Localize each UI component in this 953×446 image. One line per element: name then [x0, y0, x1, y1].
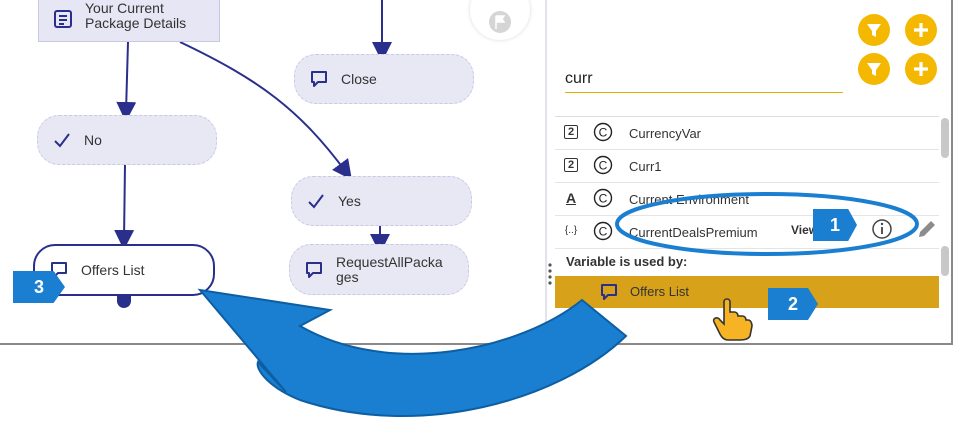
edit-icon[interactable] [915, 217, 939, 241]
info-icon[interactable] [871, 218, 893, 240]
node-request-all-packages[interactable]: RequestAllPackages [289, 244, 469, 295]
number-icon: 2 [564, 125, 578, 139]
svg-text:C: C [599, 159, 608, 173]
flag-icon [489, 11, 511, 33]
filter-icon [867, 24, 881, 37]
node-label: Offers List [81, 261, 145, 278]
variable-row[interactable]: A C Current Environment [555, 183, 939, 216]
text-icon: A [565, 190, 577, 206]
node-no[interactable]: No [37, 115, 217, 165]
filter-button[interactable] [858, 53, 890, 85]
add-icon [914, 23, 928, 37]
add-icon [914, 62, 928, 76]
resize-grip-icon[interactable] [548, 262, 552, 288]
check-icon [308, 194, 324, 209]
variable-row[interactable]: 2 C CurrencyVar [555, 117, 939, 150]
used-by-heading: Variable is used by: [566, 254, 688, 269]
constant-icon: C [593, 122, 613, 142]
speech-bubble-icon [311, 71, 327, 87]
variables-panel: 2 C CurrencyVar 2 C Curr1 A C Current En… [555, 0, 951, 343]
used-by-item[interactable]: Offers List [555, 276, 939, 308]
flow-canvas[interactable]: Your Current Package Details Close No Ye… [0, 0, 545, 343]
variable-name: Curr1 [629, 159, 662, 174]
document-icon [54, 10, 72, 28]
svg-text:C: C [599, 225, 608, 239]
panel-divider [545, 0, 547, 343]
check-icon [54, 133, 70, 148]
callout-badge: 3 [13, 271, 65, 303]
variable-name: CurrentDealsPremium [629, 225, 758, 240]
variable-name: Current Environment [629, 192, 749, 207]
app-screenshot: Your Current Package Details Close No Ye… [0, 0, 953, 345]
constant-icon: C [593, 188, 613, 208]
svg-text:C: C [599, 126, 608, 140]
node-close[interactable]: Close [294, 54, 474, 104]
filter-icon [867, 63, 881, 76]
variable-name: CurrencyVar [629, 126, 702, 141]
flow-connectors [114, 0, 392, 254]
variable-row[interactable]: 2 C Curr1 [555, 150, 939, 183]
node-yes[interactable]: Yes [291, 176, 472, 226]
add-button[interactable] [905, 53, 937, 85]
constant-icon: C [593, 221, 613, 241]
scrollbar-thumb[interactable] [941, 118, 949, 158]
number-icon: 2 [564, 158, 578, 172]
node-label: Close [341, 70, 377, 87]
node-your-current-package-details[interactable]: Your Current Package Details [38, 0, 220, 42]
add-button[interactable] [905, 14, 937, 46]
callout-badge: 1 [813, 209, 857, 241]
connection-port[interactable] [117, 294, 131, 308]
used-by-item-label: Offers List [630, 284, 690, 299]
node-label: RequestAllPackages [336, 253, 443, 285]
end-flag-button[interactable] [470, 0, 530, 40]
constant-icon: C [593, 155, 613, 175]
speech-bubble-icon [601, 284, 617, 300]
object-icon: {..} [564, 225, 578, 236]
callout-badge: 2 [768, 288, 818, 320]
variable-search-input[interactable] [565, 66, 843, 93]
node-label: Your Current Package Details [85, 0, 187, 31]
node-label: No [84, 131, 102, 148]
speech-bubble-icon [306, 261, 322, 278]
node-label: Yes [338, 192, 361, 209]
svg-text:C: C [599, 192, 608, 206]
filter-button[interactable] [858, 14, 890, 46]
scrollbar-thumb[interactable] [941, 246, 949, 276]
